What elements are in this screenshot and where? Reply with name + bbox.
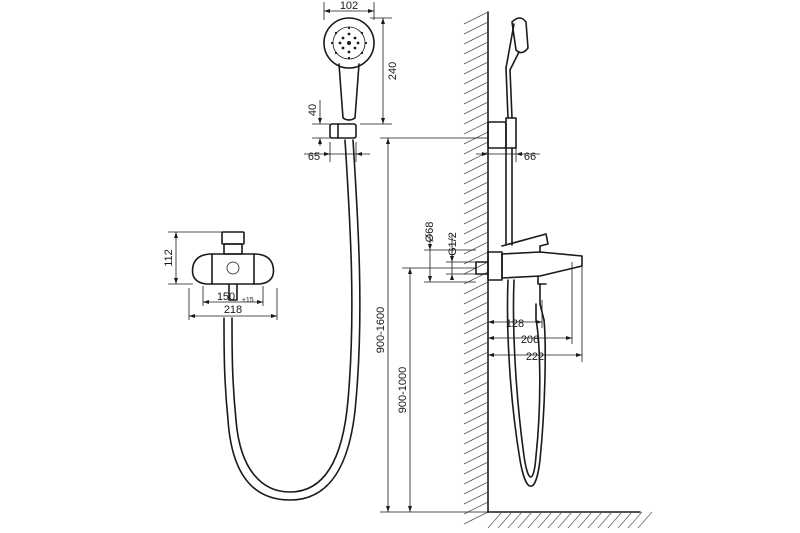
- mixer-mount-height-label: 900-1000: [397, 367, 409, 414]
- holder-mount-height-label: 900-1600: [375, 307, 387, 354]
- dim-spout-206: 206: [488, 262, 573, 346]
- mixer-height-label: 112: [163, 249, 175, 267]
- head-height-label: 240: [387, 62, 399, 80]
- dim-escutcheon: Ø68: [424, 222, 476, 283]
- dim-head-diameter: 102: [323, 0, 375, 20]
- dim-holder-mount-height: 900-1600: [375, 137, 488, 513]
- holder-height-label: 40: [307, 104, 319, 116]
- dim-holder-height: 40: [307, 100, 330, 146]
- floor-section: [487, 511, 653, 529]
- dim-mixer-height: 112: [163, 231, 222, 285]
- dim-thread: G1/2: [446, 232, 476, 280]
- spout-222-label: 222: [526, 351, 544, 363]
- hand-shower-front-view: [223, 17, 375, 501]
- dim-spout-128: 128: [488, 300, 543, 330]
- dim-mixer-width: 218: [188, 288, 278, 320]
- dim-spout-222: 222: [488, 266, 583, 363]
- dim-inlet-spacing: 150 ±15: [202, 286, 264, 306]
- thread-label: G1/2: [447, 232, 459, 256]
- inlet-spacing-label: 150: [217, 291, 235, 303]
- dim-mixer-mount-height: 900-1000: [397, 267, 476, 512]
- holder-wall-gap-label: 66: [524, 151, 536, 163]
- dim-holder-wall-gap: 66: [476, 146, 540, 163]
- dim-holder-offset: 65: [304, 142, 370, 163]
- holder-offset-label: 65: [308, 151, 320, 163]
- inlet-tolerance-label: ±15: [242, 297, 254, 304]
- spout-206-label: 206: [521, 334, 539, 346]
- head-diameter-label: 102: [340, 0, 358, 12]
- spray-nozzles-icon: [330, 26, 368, 60]
- mixer-front-view: [191, 231, 275, 301]
- mixer-width-label: 218: [224, 304, 242, 316]
- spout-128-label: 128: [506, 318, 524, 330]
- hand-shower-side-view: [487, 17, 529, 246]
- escutcheon-label: Ø68: [424, 222, 436, 243]
- dim-head-height: 240: [360, 17, 399, 125]
